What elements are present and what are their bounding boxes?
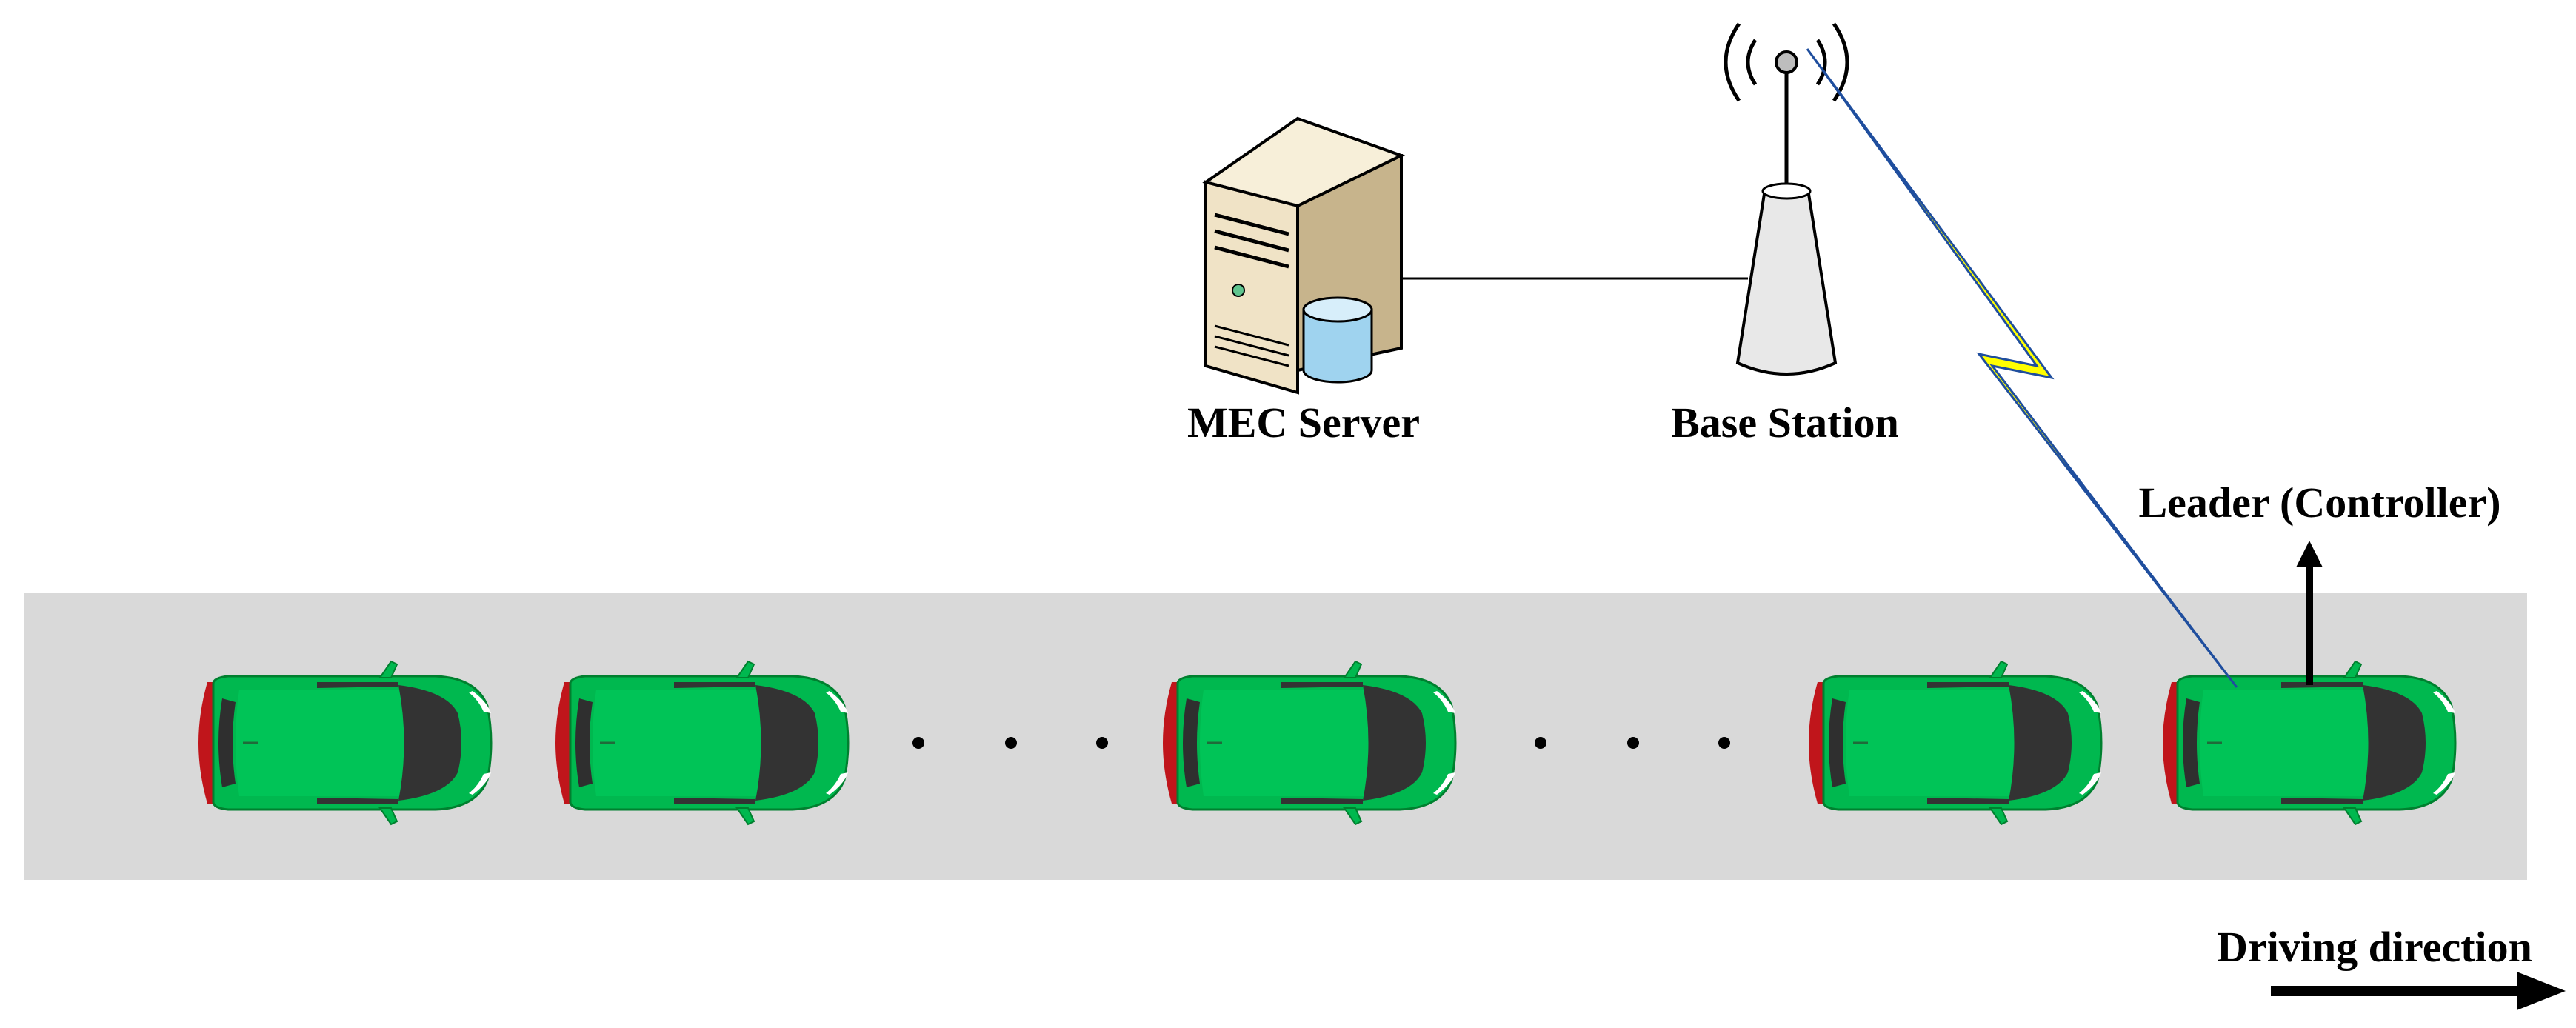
leader-vehicle — [2161, 660, 2457, 826]
ellipsis-dots-1 — [912, 737, 1108, 749]
lightning-bolt-icon — [1806, 48, 2238, 688]
follower-vehicle-2 — [554, 660, 850, 826]
follower-vehicle-1 — [197, 660, 493, 826]
mec-server-label: MEC Server — [1187, 398, 1420, 447]
leader-label: Leader (Controller) — [2138, 478, 2500, 527]
server-tower-icon — [1202, 116, 1406, 395]
cell-tower-icon — [1724, 22, 1849, 376]
base-station-label: Base Station — [1671, 398, 1899, 447]
follower-vehicle-4 — [1807, 660, 2103, 826]
follower-vehicle-3 — [1161, 660, 1457, 826]
leader-arrow — [2296, 541, 2323, 685]
ellipsis-dots-2 — [1535, 737, 1730, 749]
driving-direction-arrow — [2271, 972, 2566, 1010]
database-cylinder-icon — [1302, 296, 1373, 384]
driving-direction-label: Driving direction — [2217, 923, 2532, 971]
